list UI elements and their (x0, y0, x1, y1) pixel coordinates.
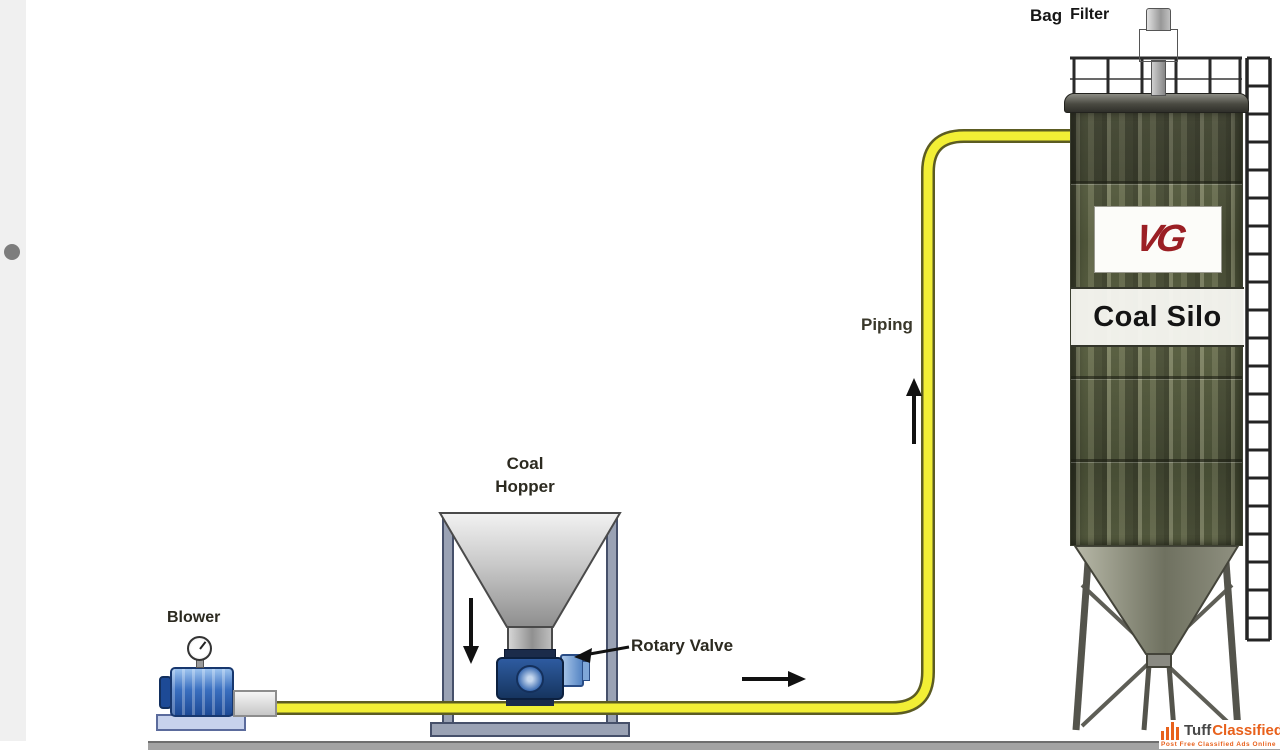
yellow-pipe (252, 129, 1076, 715)
coal-silo-nameplate: Coal Silo (1071, 287, 1244, 347)
right-arrow-icon (742, 671, 806, 687)
silo-section-line (1071, 181, 1242, 184)
rotary-valve-label: Rotary Valve (631, 636, 734, 655)
silo-roof (1064, 93, 1249, 113)
coal-hopper-label-line2: Hopper (495, 477, 555, 496)
silo-section-line (1071, 376, 1242, 379)
bag-filter-label-word2: Filter (1070, 6, 1110, 23)
bag-filter-cap (1146, 8, 1171, 31)
rotary-valve-bottom-flange (506, 697, 554, 706)
coal-silo-label: Coal Silo (1093, 300, 1222, 333)
page-left-margin (0, 0, 26, 741)
down-arrow-icon (463, 598, 479, 664)
up-arrow-icon (906, 378, 922, 444)
rotary-valve-body (496, 657, 564, 700)
rotary-valve-hub (516, 664, 544, 693)
bag-filter-stem (1151, 60, 1166, 96)
rotary-valve-motor-cap (582, 661, 590, 681)
silo-ladder (1245, 56, 1272, 642)
blower-outlet-duct (233, 690, 277, 717)
silo-cone (1073, 545, 1240, 668)
coal-hopper-label-line1: Coal (506, 454, 544, 473)
coal-hopper-label: Coal Hopper (455, 452, 595, 498)
silo-legs (1072, 547, 1242, 731)
vg-logo: VG (1131, 218, 1185, 260)
silo-section-line (1071, 459, 1242, 462)
brand-tagline: Post Free Classified Ads Online (1161, 741, 1277, 748)
coal-silo-body: VG Coal Silo (1070, 110, 1244, 546)
bag-filter-label-word1: Bag (1030, 6, 1063, 25)
bag-filter-body (1139, 29, 1178, 62)
pressure-gauge-icon (187, 636, 212, 661)
piping-label: Piping (861, 315, 913, 334)
brand-name-part2: Classified (1212, 722, 1280, 739)
gauge-needle (198, 640, 206, 650)
brand-name-part1: Tuff (1184, 722, 1212, 739)
blower-label: Blower (167, 609, 221, 626)
hopper-outlet-tube (507, 626, 553, 652)
vg-logo-panel: VG (1094, 206, 1222, 273)
blower-motor (170, 667, 234, 717)
ground-line (148, 741, 1280, 750)
tuffclassified-bars-icon (1161, 722, 1179, 740)
hopper-funnel (438, 512, 622, 628)
bullet-dot (4, 244, 20, 260)
bag-filter-label: Bag Filter (1030, 6, 1109, 26)
